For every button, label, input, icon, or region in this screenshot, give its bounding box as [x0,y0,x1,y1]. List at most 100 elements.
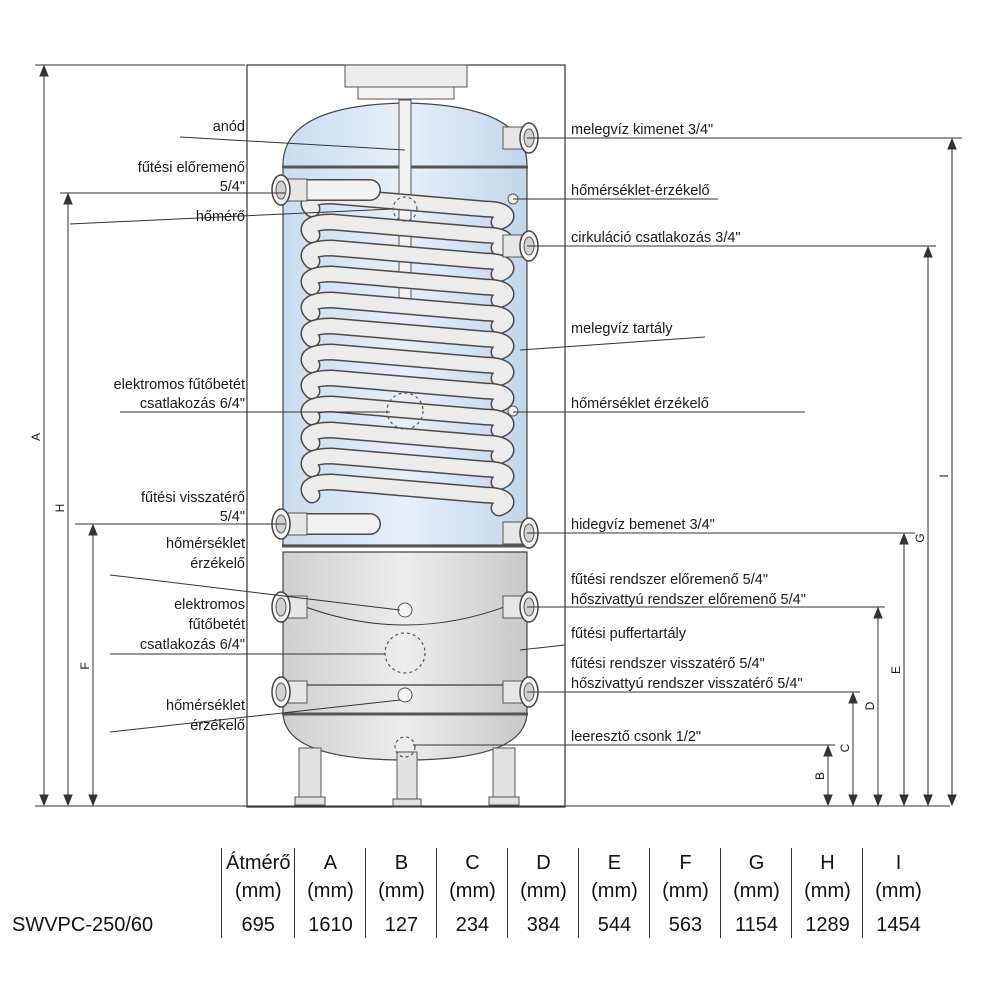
table-header-row-1: Átmérő A B C D E F G H I [8,848,933,876]
cell-g: 1154 [720,904,793,938]
table-header-row-2: (mm) (mm) (mm) (mm) (mm) (mm) (mm) (mm) … [8,876,933,904]
connection-bore [275,597,287,617]
legs [294,747,520,808]
thermometer-port [392,196,418,222]
heater-port-lower [384,632,426,674]
label-futesi-eloremeno-1: fűtési előremenő [138,160,245,176]
label-homerseklet-erzekelo-b1: hőmérséklet [166,698,245,714]
label-melegviz-kimenet: melegvíz kimenet 3/4" [571,122,713,138]
cell-f: 563 [649,904,722,938]
header-unit: (mm) [649,876,722,904]
tank-diagram: A H F I G E D C B anód fűtési előremenő … [29,64,962,808]
dim-label-h: H [53,504,67,513]
sensors [397,193,519,703]
coil-turn [302,344,513,385]
header-c: C [436,848,509,876]
cell-c: 234 [436,904,509,938]
top-cap [344,64,468,88]
sensor-mid [507,405,519,417]
header-diameter: Átmérő [221,848,296,876]
table-corner-cell [8,848,222,876]
label-elektromos-1: elektromos fűtőbetét [114,377,245,393]
coil-turn [302,240,513,281]
header-a: A [294,848,367,876]
label-homerseklet-erzekelo-a1: hőmérséklet [166,536,245,552]
label-futesi-visszatero-2: 5/4" [220,509,245,525]
header-unit: (mm) [875,880,922,902]
dimension-lines [35,64,957,807]
cell-i: 1454 [876,914,921,936]
coil-turn [302,396,513,437]
label-elektromos-b1: elektromos [174,597,245,613]
header-unit: (mm) [507,876,580,904]
label-anod: anód [213,119,245,135]
label-futesi-visszatero-1: fűtési visszatérő [141,490,245,506]
sensor-lower-a [397,602,413,618]
label-melegviz-tartaly: melegvíz tartály [571,321,673,337]
cell-a: 1610 [294,904,367,938]
label-homero: hőmérő [196,209,245,225]
header-unit: (mm) [221,876,296,904]
label-hidegviz-bemenet: hidegvíz bemenet 3/4" [571,517,715,533]
label-futesi-eloremeno-2: 5/4" [220,179,245,195]
label-cirkulacio: cirkuláció csatlakozás 3/4" [571,230,741,246]
coil-turn [302,292,513,333]
label-elektromos-2: csatlakozás 6/4" [140,396,245,412]
leader-lines [60,136,962,746]
cell-e: 544 [578,904,651,938]
coil-turn [302,370,513,411]
sensor-lower-b [397,687,413,703]
header-e: E [578,848,651,876]
dim-label-f: F [78,662,92,669]
label-futesi-rendszer-visszatero: fűtési rendszer visszatérő 5/4" [571,656,765,672]
label-homerseklet-erzekelo-mid: hőmérséklet érzékelő [571,396,709,412]
coil-turn [302,266,513,307]
label-homerseklet-erzekelo-b2: érzékelő [190,718,245,734]
lower-dome-line [287,599,523,626]
header-unit: (mm) [436,876,509,904]
top-cap-base [357,86,455,100]
dim-label-g: G [913,533,927,542]
connection-bore [275,180,287,200]
coil-turn [302,422,513,463]
label-futesi-rendszer-eloremeno: fűtési rendszer előremenő 5/4" [571,572,768,588]
dim-label-i: I [937,474,951,477]
table-row: SWVPC-250/60 695 1610 127 234 384 544 56… [8,904,933,938]
coil-turn [302,474,513,515]
dim-label-e: E [889,666,903,674]
header-unit: (mm) [294,876,367,904]
spec-table: Átmérő A B C D E F G H I (mm) (mm) (mm) … [8,848,933,938]
dim-label-d: D [863,701,877,710]
label-elektromos-b2: fűtőbetét [189,617,245,633]
dashed-elements [384,196,426,758]
heating-coil [274,179,515,535]
label-homerseklet-erzekelo-top: hőmérséklet-érzékelő [571,183,710,199]
header-b: B [365,848,438,876]
label-homerseklet-erzekelo-a2: érzékelő [190,556,245,572]
header-unit: (mm) [720,876,793,904]
cell-b: 127 [365,904,438,938]
label-hoszivattyu-eloremeno: hőszivattyú rendszer előremenő 5/4" [571,592,806,608]
header-unit: (mm) [791,876,864,904]
label-elektromos-b3: csatlakozás 6/4" [140,637,245,653]
header-unit: (mm) [578,876,651,904]
drain-port [394,736,416,758]
lower-tank [282,551,528,761]
table-corner-cell-2 [8,876,222,904]
label-leereszto-csonk: leeresztő csonk 1/2" [571,729,701,745]
label-futesi-puffertartaly: fűtési puffertartály [571,626,687,642]
cell-diameter: 695 [221,904,296,938]
dim-label-a: A [29,433,43,441]
header-d: D [507,848,580,876]
coil-turn [302,448,513,489]
heater-port-upper [386,392,424,430]
coil-turn [302,188,513,229]
dim-label-b: B [813,772,827,780]
cell-d: 384 [507,904,580,938]
dim-label-c: C [838,743,852,752]
coil-turn [302,318,513,359]
cell-h: 1289 [791,904,864,938]
header-g: G [720,848,793,876]
connection-bore [275,682,287,702]
header-f: F [649,848,722,876]
